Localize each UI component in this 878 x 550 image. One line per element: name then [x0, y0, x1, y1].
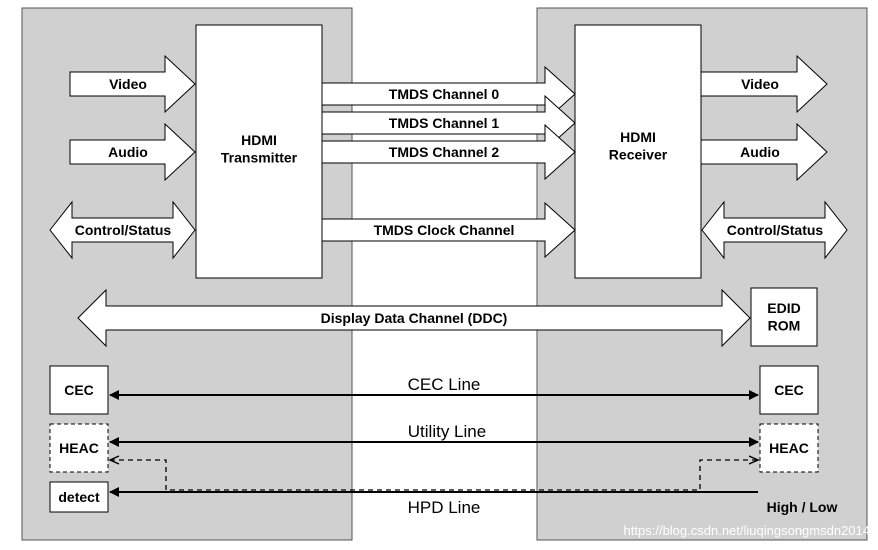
hdmi-receiver-box — [574, 24, 702, 279]
tmds-channel-1-label: TMDS Channel 1 — [389, 115, 500, 131]
video-input-label: Video — [109, 76, 147, 92]
cec-rx-box — [759, 365, 819, 415]
video-output-arrow — [700, 54, 828, 114]
tmds-clock-channel-label: TMDS Clock Channel — [374, 222, 515, 238]
control-status-tx-label: Control/Status — [75, 222, 172, 238]
cec-line-label: CEC Line — [408, 375, 481, 394]
ddc-arrow — [77, 288, 751, 348]
heac-hpd-dashed-path — [108, 455, 760, 491]
cec-tx-label: CEC — [64, 382, 94, 398]
audio-output-arrow — [700, 122, 828, 182]
video-output-label: Video — [741, 76, 779, 92]
cec-tx-box — [49, 365, 109, 415]
audio-output-label: Audio — [740, 144, 780, 160]
detect-box — [49, 481, 109, 513]
audio-input-arrow — [69, 122, 196, 182]
ddc-label: Display Data Channel (DDC) — [321, 310, 508, 326]
video-input-arrow — [69, 54, 196, 114]
tmds-channel-0-label: TMDS Channel 0 — [389, 86, 500, 102]
heac-tx-box — [49, 423, 109, 473]
control-status-rx-label: Control/Status — [727, 222, 824, 238]
audio-input-label: Audio — [108, 144, 148, 160]
control-status-tx-arrow — [49, 200, 196, 260]
hdmi-transmitter-box — [195, 24, 323, 279]
tmds-clock-channel-arrow — [321, 201, 576, 259]
hpd-state-label: High / Low — [767, 499, 838, 515]
heac-rx-box — [759, 423, 819, 473]
edid-rom-box — [750, 287, 818, 347]
tmds-channel-0-arrow — [321, 65, 576, 123]
heac-rx-label: HEAC — [769, 440, 809, 456]
hpd-line-label: HPD Line — [408, 498, 481, 517]
tmds-channel-2-label: TMDS Channel 2 — [389, 144, 500, 160]
utility-line-label: Utility Line — [408, 422, 486, 441]
control-status-rx-arrow — [701, 200, 848, 260]
tmds-channel-2-arrow — [321, 123, 576, 181]
cec-rx-label: CEC — [774, 382, 804, 398]
tmds-channel-1-arrow — [321, 94, 576, 152]
detect-label: detect — [58, 489, 100, 505]
watermark-text: https://blog.csdn.net/liuqingsongmsdn201… — [624, 523, 870, 538]
heac-tx-label: HEAC — [59, 440, 99, 456]
